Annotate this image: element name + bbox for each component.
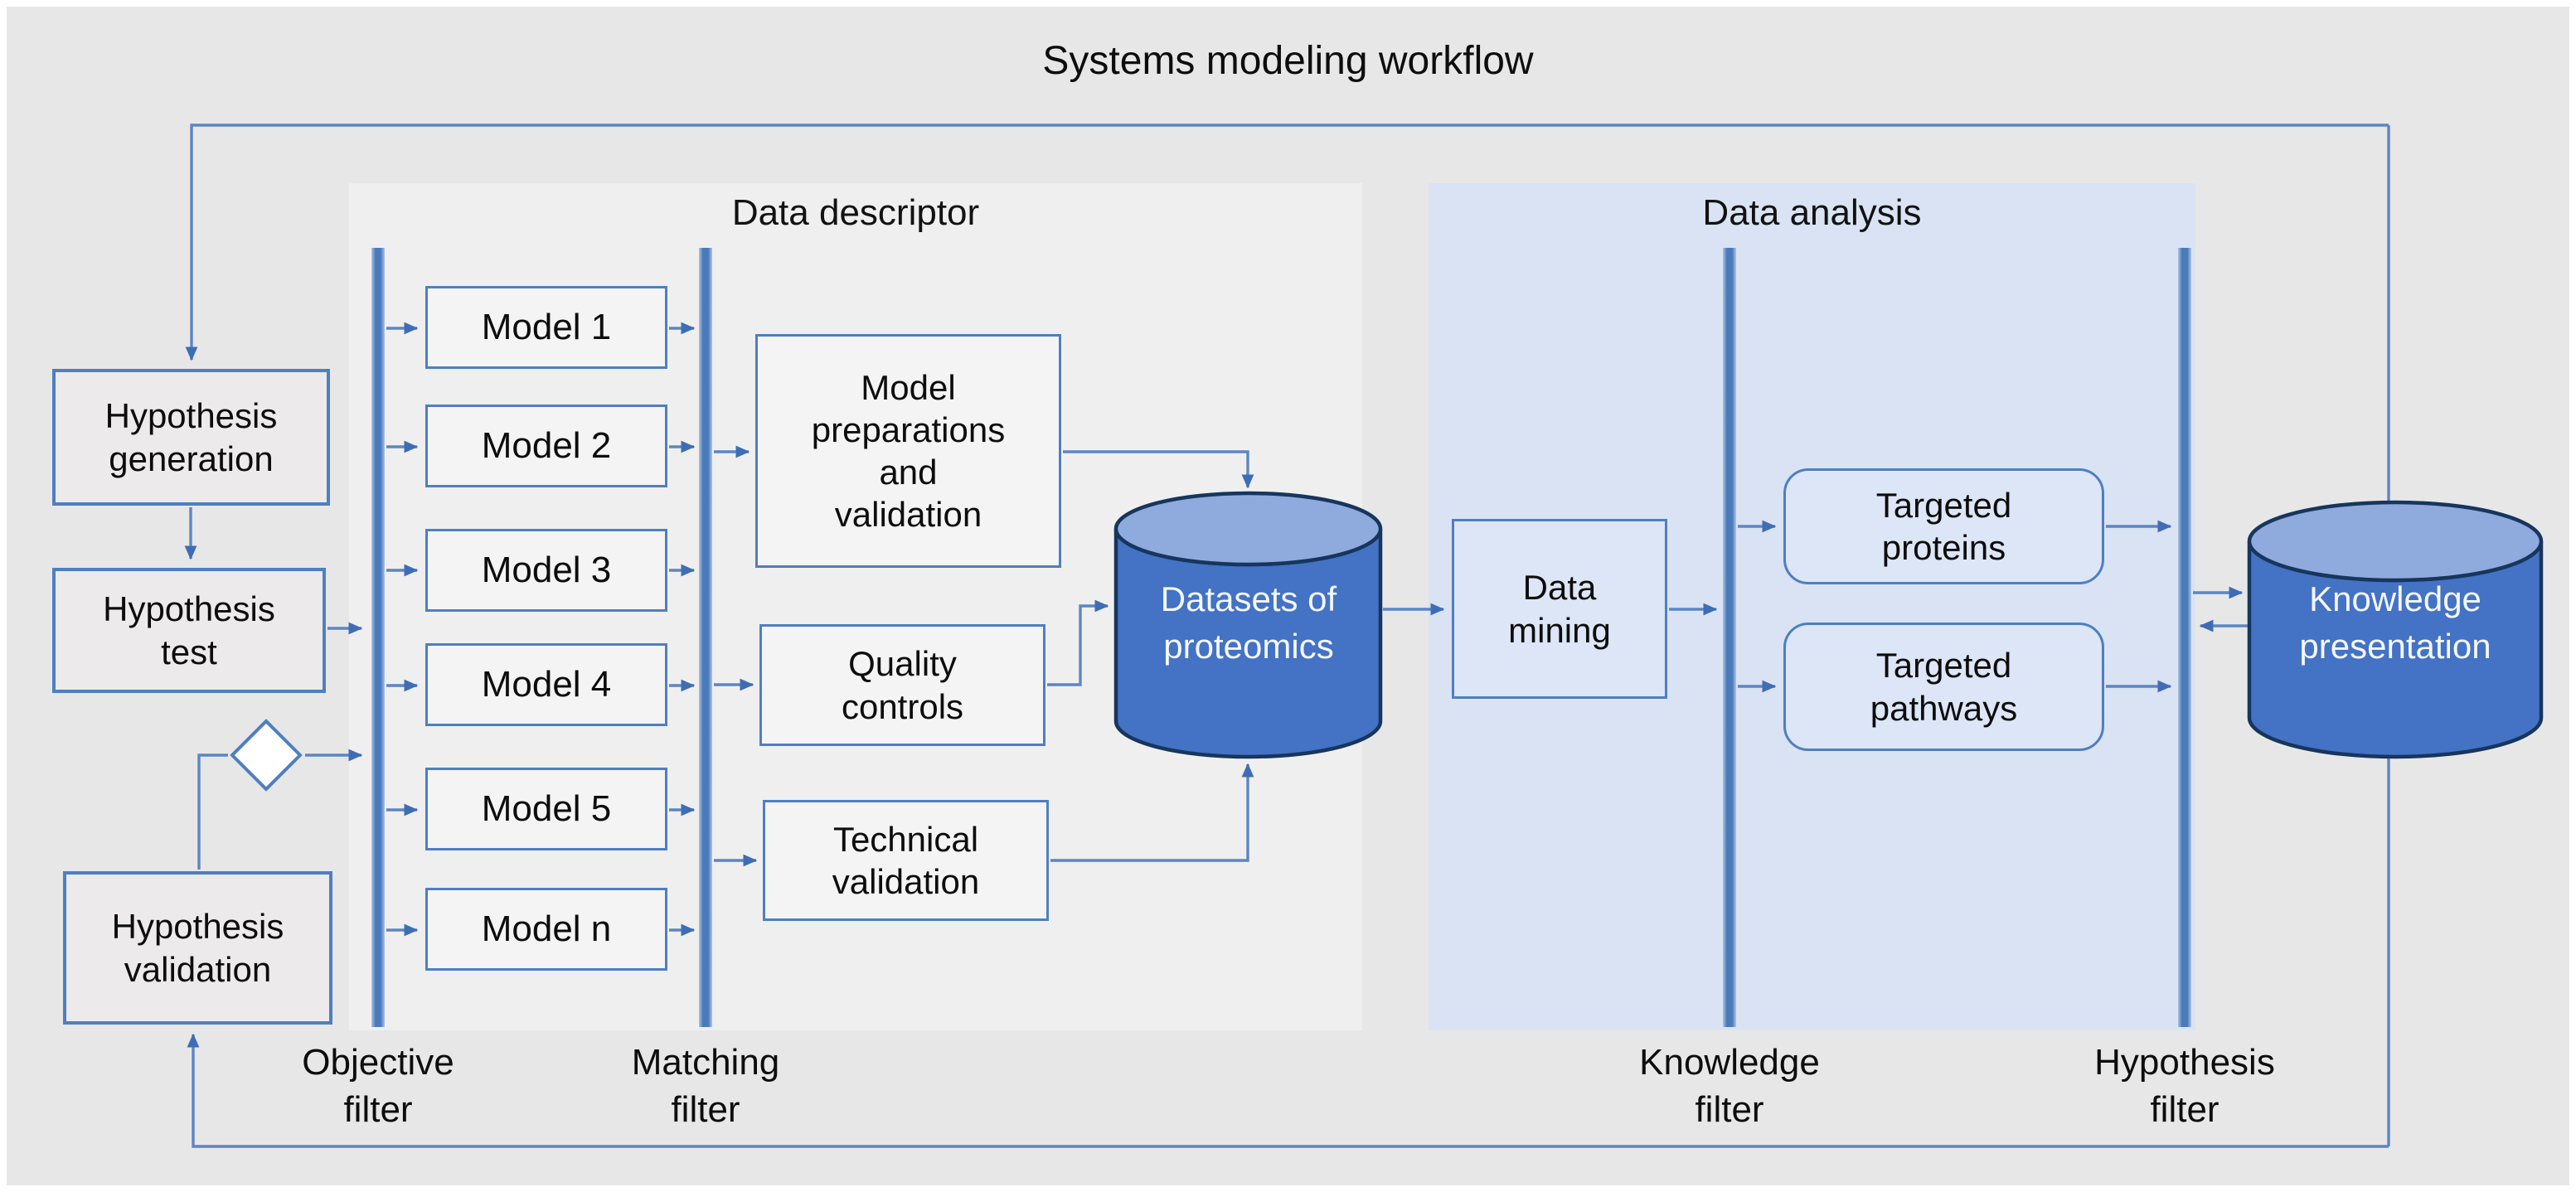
node-model-n: Model n: [425, 888, 667, 971]
node-technical-validation: Technical validation: [763, 800, 1049, 921]
node-datasets-of-proteomics: Datasets of proteomics: [1160, 579, 1337, 666]
node-model-preparations-and-validation: Model preparations and validation: [755, 334, 1061, 568]
node-model-5: Model 5: [425, 768, 667, 850]
node-model-4: Model 4: [425, 643, 667, 726]
diagram-canvas: Systems modeling workflow Data descripto…: [7, 7, 2569, 1185]
hypothesis-filter-label: Hypothesis filter: [2094, 1042, 2275, 1131]
data-descriptor-panel-title: Data descriptor: [731, 192, 980, 233]
node-quality-controls: Quality controls: [759, 624, 1045, 746]
validation-to-diamond-line: [197, 753, 228, 870]
node-hypothesis-validation: Hypothesis validation: [63, 871, 332, 1025]
node-model-2: Model 2: [425, 405, 667, 487]
objective-filter-bar: [371, 248, 385, 1027]
node-hypothesis-test: Hypothesis test: [52, 568, 326, 693]
node-model-1: Model 1: [425, 286, 667, 369]
objective-filter-label: Objective filter: [302, 1042, 454, 1131]
matching-filter-label: Matching filter: [631, 1042, 780, 1131]
hypothesis-filter-bar: [2178, 248, 2191, 1027]
matching-filter-bar: [699, 248, 712, 1027]
node-data-mining: Data mining: [1452, 519, 1667, 699]
data-analysis-panel-title: Data analysis: [1702, 192, 1922, 233]
diagram-title: Systems modeling workflow: [1042, 39, 1534, 83]
decision-diamond: [230, 719, 303, 792]
node-targeted-proteins: Targeted proteins: [1783, 468, 2104, 584]
node-hypothesis-generation: Hypothesis generation: [52, 369, 330, 506]
node-knowledge-presentation: Knowledge presentation: [2299, 579, 2491, 666]
node-model-3: Model 3: [425, 529, 667, 612]
knowledge-filter-label: Knowledge filter: [1639, 1042, 1820, 1131]
knowledge-filter-bar: [1723, 248, 1736, 1027]
node-targeted-pathways: Targeted pathways: [1783, 623, 2104, 751]
